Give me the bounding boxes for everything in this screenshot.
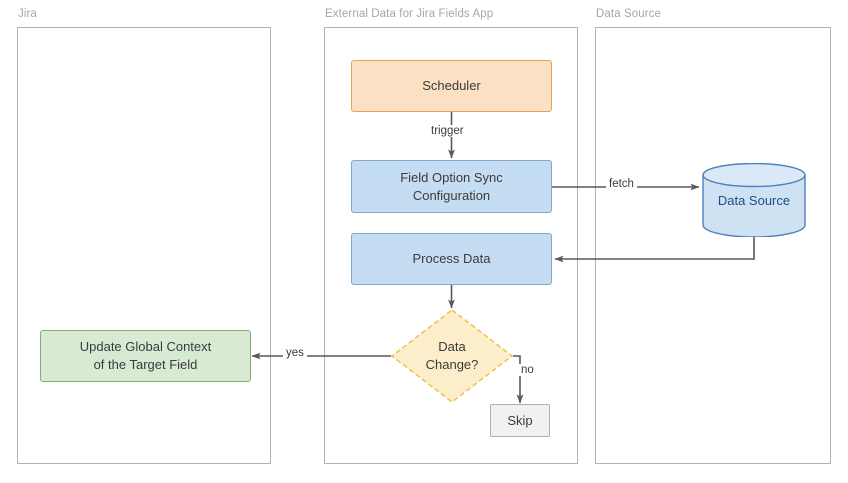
node-update-global-context-label: Update Global Context of the Target Fiel… xyxy=(79,339,212,372)
database-cylinder-icon xyxy=(702,163,806,237)
node-process-data[interactable]: Process Data xyxy=(351,233,552,285)
node-data-source[interactable]: Data Source xyxy=(702,163,806,237)
edge-data-source-to-process xyxy=(554,236,755,263)
node-skip-label: Skip xyxy=(507,412,533,428)
lane-label-app: External Data for Jira Fields App xyxy=(325,8,494,20)
node-scheduler-label: Scheduler xyxy=(422,78,481,94)
node-update-global-context[interactable]: Update Global Context of the Target Fiel… xyxy=(40,330,251,382)
lane-container-data-source xyxy=(595,27,831,464)
lane-label-jira: Jira xyxy=(18,8,37,20)
node-field-option-sync-configuration[interactable]: Field Option Sync Configuration xyxy=(351,160,552,213)
node-data-change[interactable]: Data Change? xyxy=(391,309,513,403)
edge-label-no: no xyxy=(518,364,537,376)
node-field-option-sync-configuration-label: Field Option Sync Configuration xyxy=(400,169,503,203)
node-scheduler[interactable]: Scheduler xyxy=(351,60,552,112)
edge-label-fetch: fetch xyxy=(606,178,637,190)
node-process-data-label: Process Data xyxy=(412,251,491,267)
lane-container-jira xyxy=(17,27,271,464)
node-skip[interactable]: Skip xyxy=(490,404,550,437)
diamond-shape-icon xyxy=(391,309,513,403)
edge-decision-no xyxy=(513,355,524,404)
lane-label-data-source: Data Source xyxy=(596,8,662,20)
edge-label-trigger: trigger xyxy=(428,125,467,137)
edge-label-yes: yes xyxy=(283,347,307,359)
